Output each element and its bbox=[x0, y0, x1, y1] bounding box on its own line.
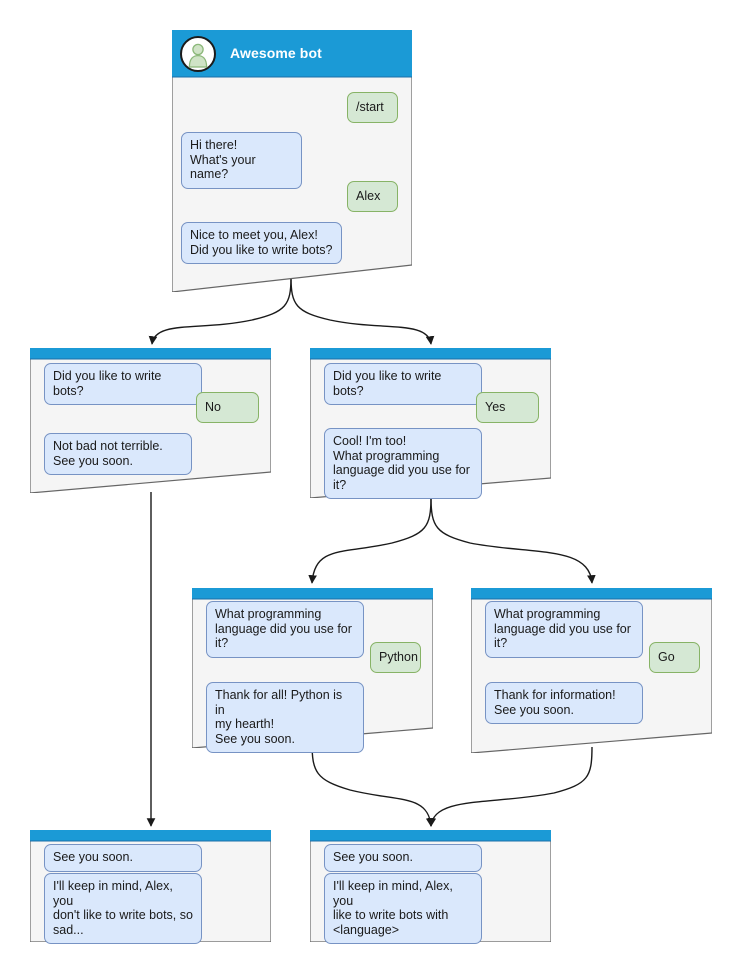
node-language-go[interactable]: What programming language did you use fo… bbox=[471, 588, 712, 753]
message-bubble-bot: Not bad not terrible. See you soon. bbox=[44, 433, 192, 475]
node-answer-no[interactable]: Did you like to write bots? No Not bad n… bbox=[30, 348, 271, 493]
message-bubble-bot: See you soon. bbox=[44, 844, 202, 872]
message-bubble-user: Go bbox=[649, 642, 700, 673]
edge-answer-yes-to-language-go bbox=[430, 496, 596, 584]
message-bubble-bot: What programming language did you use fo… bbox=[206, 601, 364, 658]
message-bubble-bot: Thank for all! Python is in my hearth! S… bbox=[206, 682, 364, 753]
node-start[interactable]: Awesome bot /start Hi there! What's your… bbox=[172, 30, 412, 292]
node-answer-yes[interactable]: Did you like to write bots? Yes Cool! I'… bbox=[310, 348, 551, 499]
message-bubble-user: /start bbox=[347, 92, 398, 123]
message-bubble-user: Python bbox=[370, 642, 421, 673]
node-start-title: Awesome bot bbox=[230, 45, 322, 61]
message-bubble-bot: Did you like to write bots? bbox=[44, 363, 202, 405]
message-bubble-bot: What programming language did you use fo… bbox=[485, 601, 643, 658]
message-bubble-bot: I'll keep in mind, Alex, you don't like … bbox=[44, 873, 202, 944]
message-bubble-bot: I'll keep in mind, Alex, you like to wri… bbox=[324, 873, 482, 944]
edge-language-python-to-end-yes bbox=[311, 741, 435, 827]
message-bubble-bot: See you soon. bbox=[324, 844, 482, 872]
message-bubble-user: No bbox=[196, 392, 259, 423]
edge-answer-yes-to-language-python bbox=[308, 496, 432, 584]
node-end-no[interactable]: See you soon. I'll keep in mind, Alex, y… bbox=[30, 830, 271, 944]
message-bubble-user: Yes bbox=[476, 392, 539, 423]
message-bubble-bot: Nice to meet you, Alex! Did you like to … bbox=[181, 222, 342, 264]
bot-avatar bbox=[180, 36, 216, 72]
message-bubble-bot: Cool! I'm too! What programming language… bbox=[324, 428, 482, 499]
person-icon bbox=[188, 43, 208, 68]
message-bubble-bot: Did you like to write bots? bbox=[324, 363, 482, 405]
message-bubble-user: Alex bbox=[347, 181, 398, 212]
node-end-yes[interactable]: See you soon. I'll keep in mind, Alex, y… bbox=[310, 830, 551, 944]
edge-language-go-to-end-yes bbox=[427, 746, 593, 827]
node-language-python[interactable]: What programming language did you use fo… bbox=[192, 588, 433, 753]
message-bubble-bot: Hi there! What's your name? bbox=[181, 132, 302, 189]
message-bubble-bot: Thank for information! See you soon. bbox=[485, 682, 643, 724]
